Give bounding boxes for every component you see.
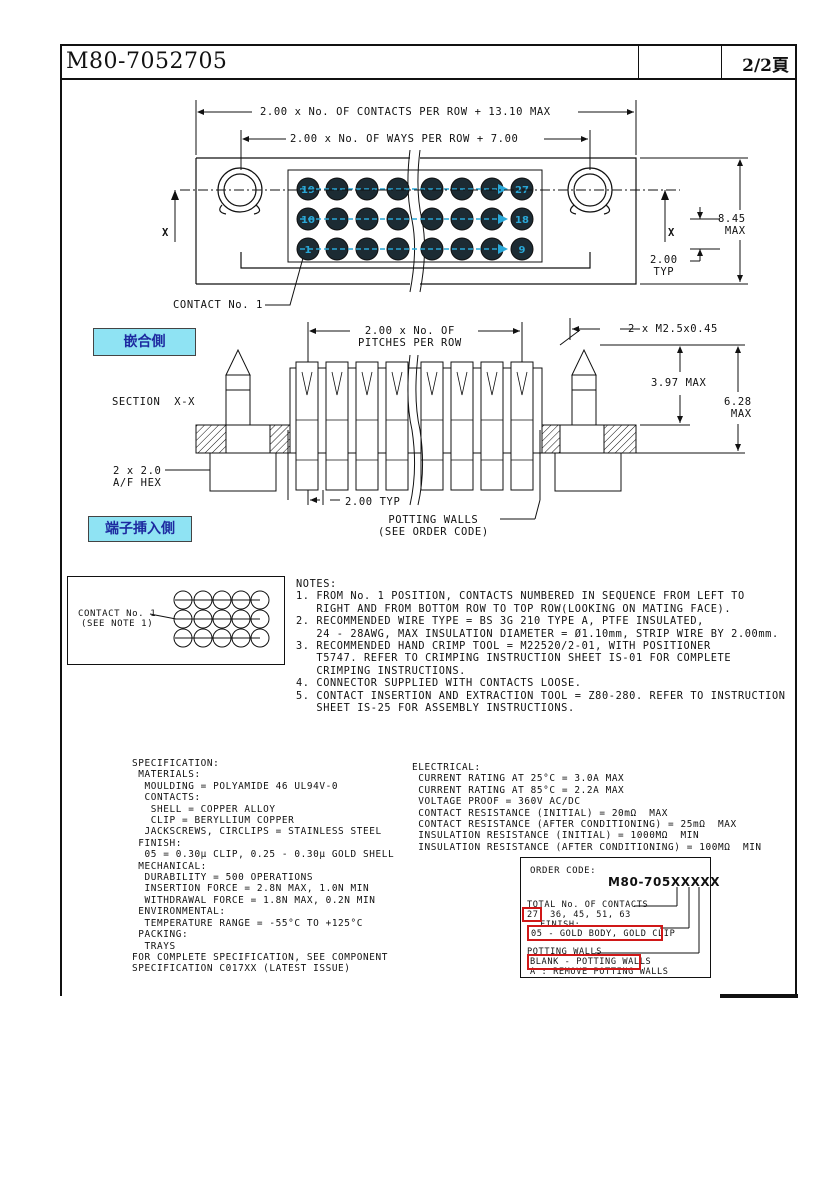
order-potting-blank: BLANK - POTTING WALLS — [530, 957, 652, 967]
part-number: M80-7052705 — [66, 49, 228, 74]
order-total-values: 27, 36, 45, 51, 63 — [527, 910, 631, 920]
pin-label-9: 9 — [519, 245, 526, 256]
section-mark-right: X — [668, 227, 675, 239]
order-total-label: TOTAL No. OF CONTACTS — [527, 900, 649, 910]
title-block-cell — [638, 46, 722, 78]
dim-thread: 2 x M2.5x0.45 — [628, 323, 718, 335]
highlight-potting — [527, 954, 641, 970]
contact-no-1-label: CONTACT No. 1 — [173, 299, 263, 311]
connector-front-view — [195, 149, 637, 293]
pin-label-10: 10 — [301, 215, 315, 226]
height-dimension — [640, 157, 748, 285]
dim-pitch-bottom: 2.00 TYP — [345, 496, 401, 508]
drawing-sheet: M80-7052705 2/2頁 — [60, 44, 797, 996]
note-pin-diagram — [149, 590, 270, 648]
dim-pitches-per-row: 2.00 x No. OF PITCHES PER ROW — [358, 325, 462, 349]
top-dimensions — [195, 100, 637, 170]
note-box-label: CONTACT No. 1 (SEE NOTE 1) — [78, 609, 157, 629]
connector-section-view — [195, 348, 637, 506]
electrical-block: ELECTRICAL: CURRENT RATING AT 25°C = 3.0… — [412, 762, 762, 853]
order-code-value: M80-705XXXXX — [608, 875, 721, 889]
highlight-finish — [527, 925, 663, 941]
mating-side-label: 嵌合側 — [93, 328, 196, 356]
dim-6-28: 6.28 MAX — [724, 396, 752, 420]
order-code-box — [520, 857, 711, 978]
order-potting-a: A : REMOVE POTTING WALLS — [530, 967, 669, 977]
order-finish-value: 05 - GOLD BODY, GOLD CLIP — [531, 929, 676, 939]
specification-block: SPECIFICATION: MATERIALS: MOULDING = POL… — [132, 758, 395, 975]
pin-label-1: 1 — [305, 245, 312, 256]
dim-overall-length: 2.00 x No. OF CONTACTS PER ROW + 13.10 M… — [260, 106, 551, 118]
order-code-heading: ORDER CODE: — [530, 866, 597, 876]
dim-height-max: 8.45 MAX — [718, 213, 746, 237]
terminal-side-label: 端子挿入側 — [88, 516, 192, 542]
dim-ways-length: 2.00 x No. OF WAYS PER ROW + 7.00 — [290, 133, 519, 145]
pin-label-18: 18 — [515, 215, 529, 226]
page-number: 2/2頁 — [742, 56, 789, 76]
contact-numbering-box — [67, 576, 285, 665]
order-code-leaders — [595, 887, 700, 954]
dim-pitch-typ: 2.00 TYP — [650, 254, 678, 278]
frame-corner-mark — [720, 994, 798, 998]
section-dimensions — [165, 318, 745, 520]
title-block: M80-7052705 2/2頁 — [62, 46, 795, 80]
notes-block: NOTES: 1. FROM No. 1 POSITION, CONTACTS … — [296, 578, 786, 715]
section-label: SECTION X-X — [112, 396, 196, 408]
order-potting-label: POTTING WALLS — [527, 947, 603, 957]
highlight-total — [522, 907, 542, 922]
hex-label: 2 x 2.0 A/F HEX — [113, 465, 162, 489]
section-mark-left: X — [162, 227, 169, 239]
dim-3-97: 3.97 MAX — [651, 377, 707, 389]
potting-walls-label: POTTING WALLS (SEE ORDER CODE) — [378, 514, 489, 538]
